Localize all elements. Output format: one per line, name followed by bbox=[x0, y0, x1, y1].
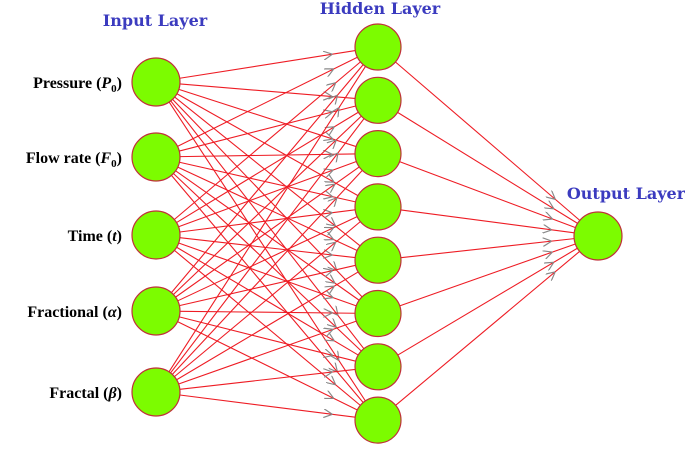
output-node-1 bbox=[573, 211, 623, 261]
input-subscript: 0 bbox=[111, 83, 117, 95]
edge-input-2-hidden-4 bbox=[179, 161, 356, 203]
edge-input-2-hidden-3 bbox=[179, 153, 356, 158]
hidden-node-2 bbox=[354, 76, 402, 124]
edge-input-1-hidden-5 bbox=[174, 96, 361, 247]
input-name: Fractal ( bbox=[49, 385, 108, 402]
hidden-node-3 bbox=[354, 130, 402, 178]
input-label-2: Flow rate (F0) bbox=[26, 150, 122, 170]
connections bbox=[168, 50, 581, 418]
input-symbol: t bbox=[112, 228, 117, 245]
input-symbol: α bbox=[108, 304, 118, 321]
edge-hidden-6-output-1 bbox=[399, 243, 576, 307]
edge-input-2-hidden-1 bbox=[177, 56, 358, 147]
input-label-1: Pressure (P0) bbox=[33, 75, 122, 95]
edge-hidden-5-output-1 bbox=[400, 238, 575, 259]
input-node-2 bbox=[131, 132, 181, 182]
edge-input-4-hidden-2 bbox=[173, 115, 362, 295]
input-symbol: F bbox=[100, 150, 112, 167]
input-symbol: P bbox=[100, 75, 111, 92]
edge-input-2-hidden-6 bbox=[175, 170, 360, 301]
hidden-node-1 bbox=[354, 23, 402, 71]
output-layer-title: Output Layer bbox=[567, 184, 685, 203]
edge-input-4-hidden-3 bbox=[175, 166, 360, 298]
hidden-node-7 bbox=[354, 343, 402, 391]
input-label-3: Time (t) bbox=[68, 228, 122, 245]
edge-input-1-hidden-3 bbox=[178, 88, 357, 148]
input-name: Pressure ( bbox=[33, 75, 101, 92]
hidden-layer-title: Hidden Layer bbox=[320, 0, 441, 18]
input-layer-title: Input Layer bbox=[103, 11, 208, 30]
hidden-node-4 bbox=[354, 183, 402, 231]
input-labels: Pressure (P0) Flow rate (F0) Time (t) Fract… bbox=[26, 75, 122, 402]
input-node-4 bbox=[131, 286, 181, 336]
input-node-3 bbox=[131, 210, 181, 260]
hidden-node-8 bbox=[354, 396, 402, 444]
edge-hidden-4-output-1 bbox=[400, 209, 575, 234]
hidden-node-6 bbox=[354, 289, 402, 338]
edge-input-4-hidden-8 bbox=[177, 321, 358, 411]
edge-hidden-1-output-1 bbox=[395, 61, 581, 221]
input-label-4: Fractional (α) bbox=[27, 304, 122, 321]
edge-input-5-hidden-8 bbox=[179, 394, 356, 418]
input-name: Fractional ( bbox=[27, 304, 107, 321]
input-subscript: 0 bbox=[111, 158, 117, 170]
edge-hidden-2-output-1 bbox=[397, 111, 578, 224]
neurons bbox=[131, 23, 623, 444]
edge-input-5-hidden-6 bbox=[178, 320, 357, 385]
input-symbol: β bbox=[107, 385, 117, 402]
input-label-5: Fractal (β) bbox=[49, 385, 122, 402]
edge-input-1-hidden-2 bbox=[179, 83, 356, 99]
input-node-1 bbox=[131, 57, 181, 107]
input-name: Time ( bbox=[68, 228, 113, 245]
edge-input-2-hidden-8 bbox=[171, 174, 364, 403]
edge-input-1-hidden-1 bbox=[179, 50, 356, 79]
input-node-5 bbox=[131, 367, 181, 417]
edge-hidden-7-output-1 bbox=[397, 247, 578, 356]
input-name: Flow rate ( bbox=[26, 150, 101, 167]
edge-input-3-hidden-8 bbox=[174, 249, 361, 406]
hidden-node-5 bbox=[354, 236, 402, 284]
